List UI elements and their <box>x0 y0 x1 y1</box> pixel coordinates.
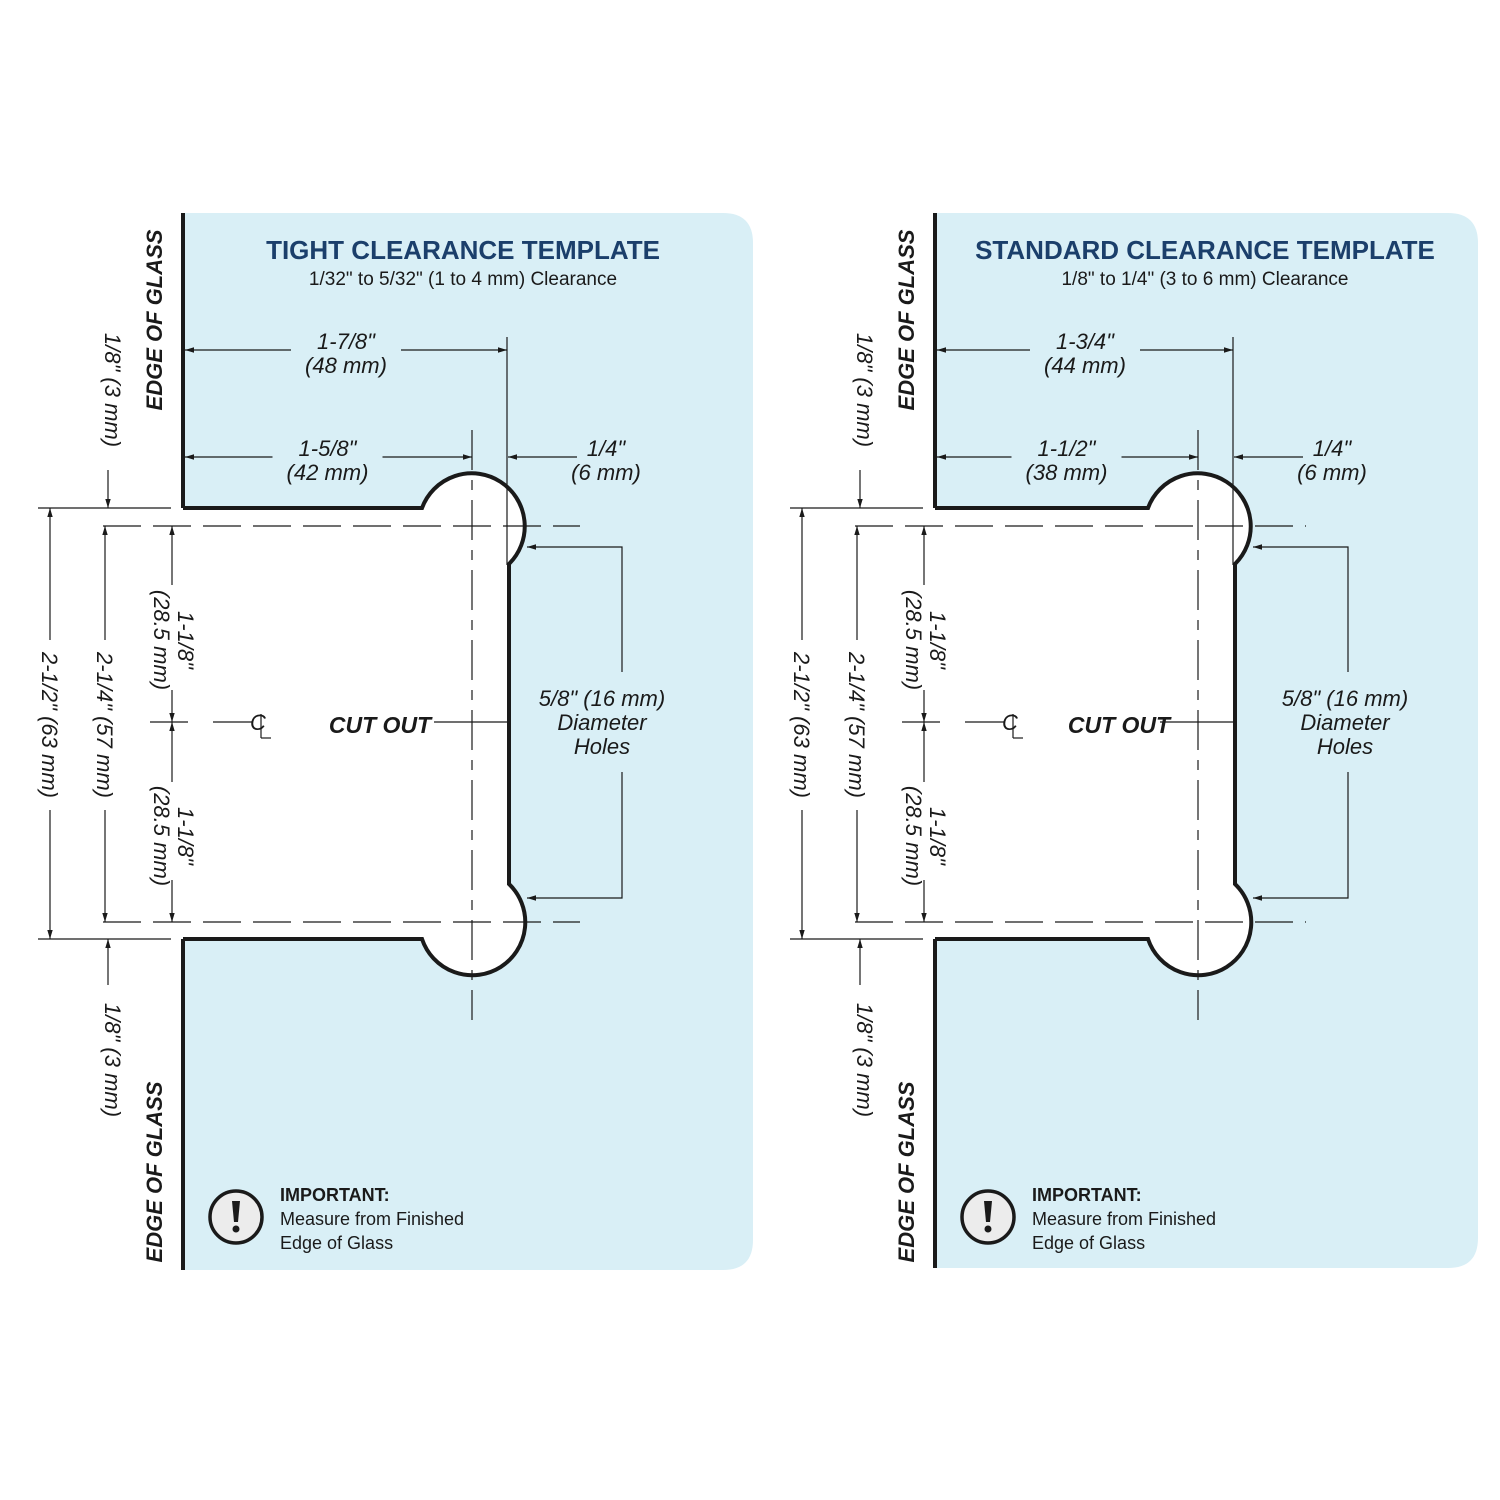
half-bottom-label: 1-1/8" <box>173 807 198 866</box>
cutout-area <box>935 473 1252 976</box>
important-text: Measure from Finished <box>1032 1209 1216 1229</box>
important-title: IMPORTANT: <box>1032 1185 1142 1205</box>
exclamation-circle-icon <box>960 1189 1016 1245</box>
half-bottom-label: 1-1/8" <box>925 807 950 866</box>
hole-diameter-label: Holes <box>574 734 630 759</box>
hole-diameter-label: Diameter <box>1300 710 1391 735</box>
template-subtitle: 1/32" to 5/32" (1 to 4 mm) Clearance <box>309 269 617 290</box>
overall-width-mm: (44 mm) <box>1044 353 1126 378</box>
inner-height-label: 2-1/4" (57 mm) <box>92 651 117 798</box>
overall-width-mm: (48 mm) <box>305 353 387 378</box>
overall-width-label: 1-3/4" <box>1056 329 1115 354</box>
edge-of-glass-label-top: EDGE OF GLASS <box>142 229 167 410</box>
half-top-label: 1-1/8" <box>173 611 198 670</box>
outer-height-label: 2-1/2" (63 mm) <box>789 651 814 798</box>
hole-diameter-label: 5/8" (16 mm) <box>539 686 665 711</box>
outer-height-label: 2-1/2" (63 mm) <box>37 651 62 798</box>
cutout-outline <box>183 471 528 978</box>
gap-top-label: 1/8" (3 mm) <box>100 333 125 447</box>
cut-out-label: CUT OUT <box>1068 712 1172 738</box>
center-width-label: 1-1/2" <box>1038 436 1097 461</box>
icon-bar <box>984 1201 992 1222</box>
half-bottom-mm: (28.5 mm) <box>901 786 926 886</box>
hole-leader-top <box>527 544 623 672</box>
half-top-mm: (28.5 mm) <box>149 590 174 690</box>
icon-bar <box>232 1201 240 1222</box>
offset-mm: (6 mm) <box>571 460 641 485</box>
template-panel-0: TIGHT CLEARANCE TEMPLATE 1/32" to 5/32" (… <box>37 213 753 1270</box>
offset-label: 1/4" <box>587 436 627 461</box>
important-title: IMPORTANT: <box>280 1185 390 1205</box>
hole-diameter-label: Diameter <box>557 710 648 735</box>
important-text: Measure from Finished <box>280 1209 464 1229</box>
icon-dot <box>984 1225 992 1233</box>
template-title: STANDARD CLEARANCE TEMPLATE <box>975 235 1435 265</box>
overall-width-label: 1-7/8" <box>317 329 376 354</box>
center-width-mm: (42 mm) <box>287 460 369 485</box>
center-width-mm: (38 mm) <box>1026 460 1108 485</box>
cutout-outline <box>935 471 1254 978</box>
centerline-symbol-c: C <box>1002 710 1018 735</box>
gap-bottom-label: 1/8" (3 mm) <box>852 1003 877 1117</box>
centerline-symbol: CCL <box>1002 710 1023 739</box>
exclamation-circle-icon <box>208 1189 264 1245</box>
hole-leader-top <box>1253 544 1349 672</box>
important-text: Edge of Glass <box>1032 1233 1145 1253</box>
gap-top-label: 1/8" (3 mm) <box>852 333 877 447</box>
gap-bottom-label: 1/8" (3 mm) <box>100 1003 125 1117</box>
cut-out-label: CUT OUT <box>329 712 433 738</box>
half-top-mm: (28.5 mm) <box>901 590 926 690</box>
important-text: Edge of Glass <box>280 1233 393 1253</box>
edge-of-glass-label-bottom: EDGE OF GLASS <box>142 1081 167 1262</box>
half-bottom-mm: (28.5 mm) <box>149 786 174 886</box>
icon-dot <box>232 1225 240 1233</box>
centerline-symbol-c: C <box>250 710 266 735</box>
edge-of-glass-label-bottom: EDGE OF GLASS <box>894 1081 919 1262</box>
center-width-label: 1-5/8" <box>299 436 358 461</box>
template-subtitle: 1/8" to 1/4" (3 to 6 mm) Clearance <box>1061 269 1348 290</box>
offset-mm: (6 mm) <box>1297 460 1367 485</box>
centerline-symbol: CCL <box>250 710 271 739</box>
hole-diameter-label: Holes <box>1317 734 1373 759</box>
half-top-label: 1-1/8" <box>925 611 950 670</box>
offset-label: 1/4" <box>1313 436 1353 461</box>
inner-height-label: 2-1/4" (57 mm) <box>844 651 869 798</box>
cutout-area <box>183 473 526 976</box>
edge-of-glass-label-top: EDGE OF GLASS <box>894 229 919 410</box>
template-title: TIGHT CLEARANCE TEMPLATE <box>266 235 660 265</box>
hole-diameter-label: 5/8" (16 mm) <box>1282 686 1408 711</box>
template-panel-1: STANDARD CLEARANCE TEMPLATE 1/8" to 1/4" … <box>789 213 1478 1268</box>
hole-leader-bottom <box>527 772 623 901</box>
hole-leader-bottom <box>1253 772 1349 901</box>
